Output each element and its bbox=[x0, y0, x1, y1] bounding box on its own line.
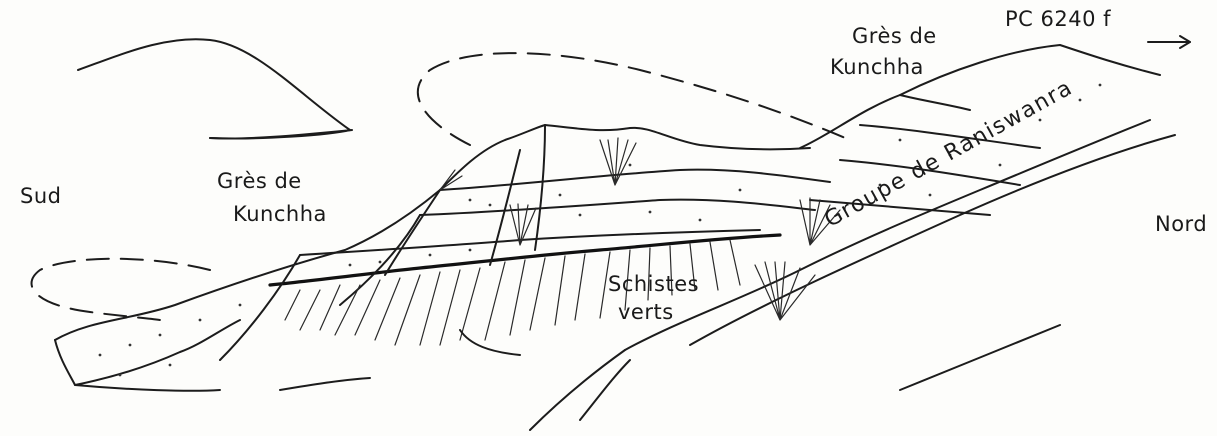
front-base bbox=[75, 385, 220, 391]
front-slope bbox=[55, 320, 240, 385]
foreground-line-4 bbox=[580, 360, 630, 420]
label-pc-6240: PC 6240 f bbox=[1005, 5, 1111, 33]
arrow-right-icon bbox=[1148, 36, 1190, 48]
cliff-4 bbox=[340, 215, 420, 305]
cliff-3 bbox=[535, 125, 545, 250]
foreground-line-3 bbox=[900, 325, 1060, 390]
foreground-line-1 bbox=[460, 330, 520, 355]
dashed-fold-upper bbox=[418, 53, 850, 145]
label-gres-left-line1: Grès de bbox=[217, 167, 302, 195]
band-line-2 bbox=[420, 200, 815, 215]
label-nord: Nord bbox=[1155, 210, 1207, 238]
lower-front-valley bbox=[530, 350, 625, 430]
label-gres-left-line2: Kunchha bbox=[233, 200, 327, 228]
raniswanra-contact bbox=[625, 120, 1150, 350]
band-line-1 bbox=[440, 170, 830, 190]
label-gres-right-line2: Kunchha bbox=[830, 53, 924, 81]
foreground-line-2 bbox=[280, 378, 370, 390]
right-peak-lower bbox=[900, 95, 970, 110]
label-schistes-line1: Schistes bbox=[608, 270, 699, 298]
label-sud: Sud bbox=[20, 182, 61, 210]
cliff-5 bbox=[220, 255, 300, 360]
cliff-1 bbox=[385, 190, 440, 275]
sandstone-dots bbox=[99, 84, 1102, 377]
cliff-2 bbox=[490, 150, 520, 265]
back-ridge-left bbox=[78, 39, 350, 138]
label-schistes-line2: verts bbox=[618, 298, 674, 326]
label-gres-right-line1: Grès de bbox=[852, 22, 937, 50]
dashed-fold-lower bbox=[32, 259, 210, 320]
